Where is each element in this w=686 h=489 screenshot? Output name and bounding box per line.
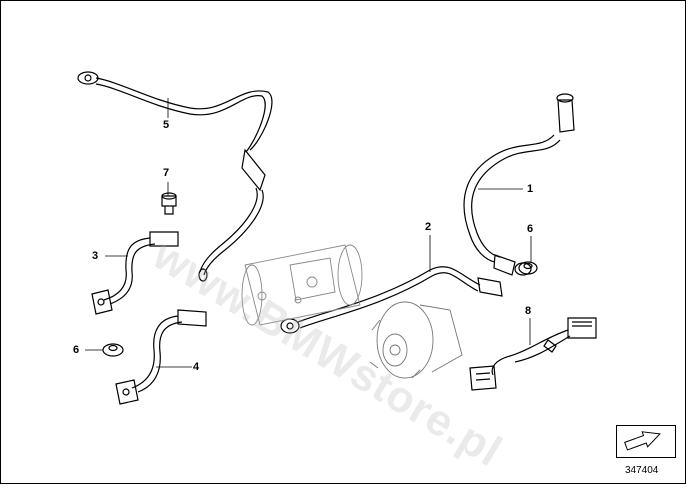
cable-2 <box>280 266 503 334</box>
leader-lines <box>85 98 532 368</box>
callout-5: 5 <box>163 119 170 131</box>
starter-motor <box>241 244 363 326</box>
bolt-7 <box>161 192 177 215</box>
nav-arrow-box <box>616 425 676 458</box>
callout-6-left: 6 <box>73 344 80 356</box>
callout-8: 8 <box>525 305 532 317</box>
callout-1: 1 <box>527 183 534 195</box>
harness-8 <box>469 317 597 391</box>
callout-3: 3 <box>92 250 99 262</box>
washer-6-left <box>102 343 124 357</box>
callout-2: 2 <box>425 221 432 233</box>
arrow-icon <box>624 431 661 451</box>
washer-6-right <box>518 261 538 275</box>
callout-4: 4 <box>193 361 200 373</box>
cable-1 <box>463 93 575 276</box>
cable-4 <box>115 309 207 405</box>
cable-3 <box>91 231 179 315</box>
alternator <box>369 301 463 379</box>
diagram-id: 347404 <box>625 465 659 476</box>
cable-5 <box>77 71 273 282</box>
callout-6-right: 6 <box>527 223 534 235</box>
callout-7: 7 <box>163 167 170 179</box>
